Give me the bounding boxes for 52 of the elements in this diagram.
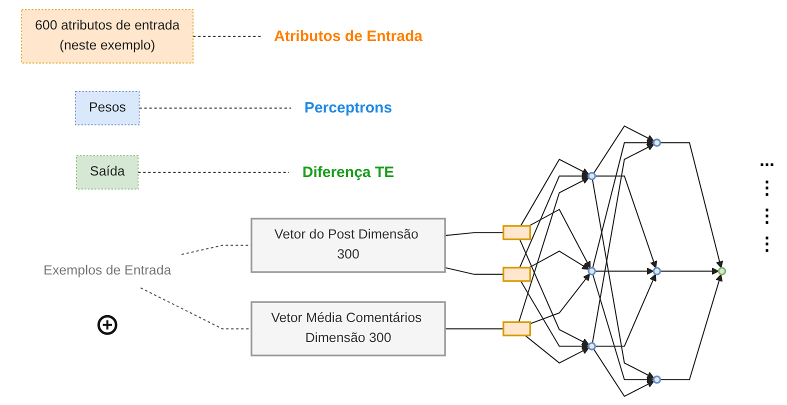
- arrow: [592, 138, 654, 268]
- arrow: [518, 176, 590, 322]
- ellipsis-mark: ⋮: [758, 233, 776, 255]
- arrow: [595, 175, 658, 268]
- arrow: [593, 348, 654, 397]
- arrow: [593, 124, 654, 174]
- connector: [139, 107, 292, 108]
- arrow: [528, 250, 590, 270]
- node-circle: +: [97, 314, 118, 334]
- arrow: [520, 158, 590, 226]
- node-circle: [718, 266, 726, 275]
- connector: [444, 232, 504, 236]
- node-text: Perceptrons: [304, 98, 392, 116]
- arrow: [595, 267, 654, 274]
- arrow: [519, 238, 590, 345]
- arrow: [660, 267, 719, 274]
- arrow: [592, 178, 654, 378]
- node-text: Atributos de Entrada: [274, 27, 423, 44]
- connector: [140, 286, 252, 329]
- node-circle: [588, 171, 596, 180]
- arrow: [595, 273, 656, 346]
- node-box: Vetor do Post Dimensão 300: [250, 217, 446, 272]
- node-text: Exemplos de Entrada: [44, 263, 172, 278]
- node-circle: [652, 138, 662, 146]
- connector: [138, 171, 289, 172]
- node-circle: [588, 266, 596, 275]
- ellipsis-mark: ⋮: [758, 205, 776, 227]
- node-circle: [652, 266, 662, 275]
- node-circle: [652, 374, 662, 384]
- node-box: Saída: [76, 154, 139, 189]
- connector: [193, 35, 261, 36]
- node-box: 600 atributos de entrada (neste exemplo): [21, 8, 194, 63]
- node-box: Vetor Média Comentários Dimensão 300: [250, 300, 446, 356]
- arrow: [519, 172, 589, 268]
- arrow: [530, 272, 590, 324]
- node-box: [502, 266, 531, 282]
- node-box: [502, 320, 531, 336]
- arrow: [660, 142, 724, 268]
- connector: [445, 328, 504, 329]
- node-box: Pesos: [75, 90, 140, 125]
- ellipsis-mark: ...: [759, 150, 774, 171]
- arrow: [592, 274, 654, 383]
- ellipsis-mark: ⋮: [758, 177, 776, 199]
- arrow: [524, 334, 590, 364]
- connector: [444, 266, 504, 274]
- node-text: Diferença TE: [302, 163, 394, 180]
- node-box: [502, 224, 531, 240]
- arrow: [520, 280, 589, 350]
- arrow: [528, 208, 591, 268]
- arrow: [660, 274, 723, 380]
- arrow: [592, 143, 654, 343]
- node-circle: [588, 342, 596, 350]
